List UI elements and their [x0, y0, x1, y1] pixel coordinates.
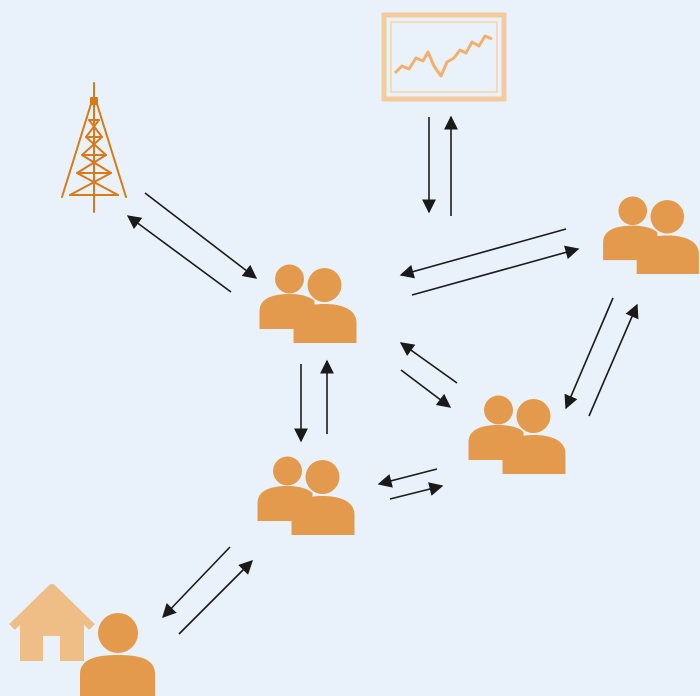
user-group-icon — [259, 264, 357, 343]
user-group-icon — [603, 196, 699, 274]
radio-tower-icon — [61, 82, 127, 213]
arrow-group-right-to-group-mid-right — [564, 297, 614, 410]
arrow-group-lower-to-home-user — [162, 546, 231, 619]
stock-chart-monitor-icon — [381, 12, 507, 102]
arrow-hub-to-tower — [126, 215, 232, 293]
arrow-hub-to-group-mid-right — [400, 369, 452, 408]
arrow-tower-to-hub — [144, 192, 258, 279]
user-group-icon — [468, 395, 566, 474]
user-icon — [80, 613, 155, 696]
connection-arrows — [126, 115, 639, 635]
arrow-group-mid-right-to-group-right — [588, 303, 639, 417]
arrow-group-right-to-hub — [399, 228, 567, 279]
user-group-icon — [257, 456, 355, 535]
arrow-group-lower-to-group-mid-right — [389, 482, 444, 500]
arrow-group-mid-right-to-group-lower — [377, 468, 438, 488]
arrow-home-user-to-group-lower — [178, 560, 253, 635]
arrow-group-mid-right-to-hub — [399, 342, 458, 384]
home-icon — [9, 584, 95, 661]
arrow-hub-to-group-right — [411, 245, 580, 296]
